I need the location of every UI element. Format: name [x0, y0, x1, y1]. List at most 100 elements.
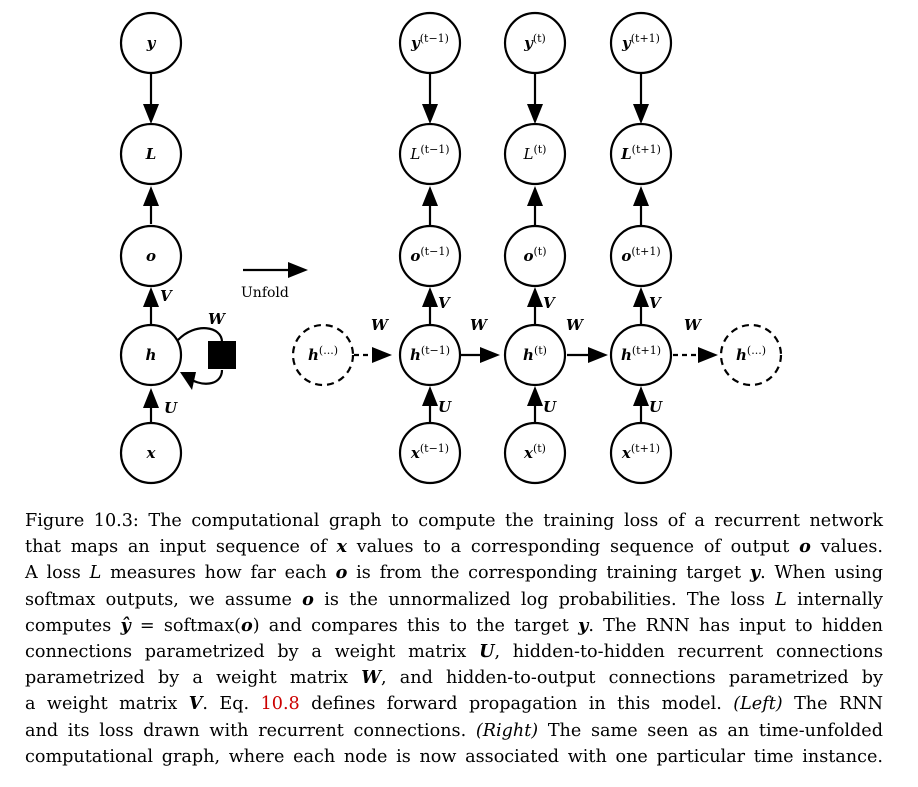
- arrow-h-to-o-t-minus-1: [422, 287, 438, 307]
- caption-text: a weight matrix: [25, 694, 189, 715]
- caption-line: a weight matrix V. Eq. 10.8 defines forw…: [25, 691, 883, 717]
- arrow-o-to-L-t-minus-1: [422, 186, 438, 206]
- label-U-t-plus-1: U: [649, 398, 663, 416]
- arrow-h2-to-h3: [588, 347, 608, 363]
- arrow-h3-to-hdots: [698, 347, 718, 363]
- label-y-t: y(t): [523, 32, 546, 52]
- caption-text: is the unnormalized log probabilities. T…: [313, 589, 776, 610]
- caption-line: softmax outputs, we assume o is the unno…: [25, 587, 883, 613]
- caption-text: . Eq.: [202, 694, 261, 715]
- caption-text: Figure 10.3: The computational graph to …: [25, 511, 883, 531]
- panel-reference: (Right): [475, 720, 539, 741]
- node-x-t-plus-1: [609, 421, 673, 485]
- caption-line: connections parametrized by a weight mat…: [25, 639, 883, 665]
- math-symbol: y: [578, 614, 589, 636]
- caption-text: . When using: [760, 563, 883, 584]
- label-U-t-minus-1: U: [438, 398, 452, 416]
- label-U-t: U: [543, 398, 557, 416]
- label-V-t-plus-1: V: [649, 294, 662, 312]
- label-x-t: x(t): [523, 442, 546, 462]
- label-y: y: [146, 34, 157, 52]
- node-L-t-plus-1: [609, 122, 673, 186]
- arrow-o-to-L-t-plus-1: [633, 186, 649, 206]
- node-o-t-plus-1: [609, 224, 673, 288]
- math-symbol: o: [240, 614, 253, 636]
- node-h-dots-left: [291, 323, 355, 387]
- figure-caption: Figure 10.3: The computational graph to …: [25, 508, 883, 770]
- label-W-1: W: [371, 316, 390, 334]
- node-x: [119, 421, 183, 485]
- math-symbol: U: [479, 641, 495, 663]
- node-L-t: [503, 122, 567, 186]
- caption-text: values to a corresponding sequence of ou…: [346, 537, 800, 558]
- label-V-t: V: [543, 294, 556, 312]
- arrow-y-to-L-t-plus-1: [633, 104, 649, 124]
- caption-line: parametrized by a weight matrix W, and h…: [25, 665, 883, 691]
- math-symbol: L: [89, 563, 102, 584]
- caption-text: internally: [786, 589, 883, 610]
- node-o: [119, 224, 183, 288]
- caption-text: , and hidden-to-output connections param…: [381, 668, 883, 689]
- caption-text: computes: [25, 615, 121, 636]
- caption-line: computational graph, where each node is …: [25, 744, 883, 770]
- label-L-t-plus-1: L(t+1): [620, 143, 661, 163]
- label-W: W: [208, 310, 227, 328]
- label-W-4: W: [684, 316, 703, 334]
- label-L: L: [145, 145, 157, 163]
- recurrent-loop-top: [177, 327, 224, 343]
- node-o-t-minus-1: [398, 224, 462, 288]
- math-symbol: y: [749, 562, 761, 584]
- node-o-t: [503, 224, 567, 288]
- svg-text:h(...): h(...): [736, 344, 766, 364]
- label-o-t-plus-1: o(t+1): [621, 245, 660, 265]
- rnn-computational-graph: y L o h x V W U Unfold W W W W h(...): [119, 11, 783, 485]
- caption-text: is from the corresponding training targe…: [347, 563, 750, 584]
- node-h: [119, 323, 183, 387]
- caption-text: computational graph, where each node is …: [25, 746, 883, 767]
- math-symbol: o: [799, 536, 811, 558]
- label-h-t: h(t): [523, 344, 547, 364]
- label-W-3: W: [566, 316, 585, 334]
- label-V-t-minus-1: V: [438, 294, 451, 312]
- panel-reference: (Left): [733, 694, 783, 715]
- arrow-x-to-h-t: [527, 386, 543, 406]
- node-h-t: [503, 323, 567, 387]
- unfold-arrow: Unfold: [241, 262, 308, 301]
- caption-text: , hidden-to-hidden recurrent connections: [494, 642, 884, 663]
- caption-text: values.: [810, 537, 883, 558]
- math-symbol: ŷ: [120, 614, 131, 636]
- label-o-t-minus-1: o(t−1): [410, 245, 449, 265]
- label-L-t: L(t): [523, 143, 547, 163]
- svg-text:h(...): h(...): [308, 344, 338, 364]
- node-h-dots-right: [719, 323, 783, 387]
- label-o: o: [146, 247, 156, 265]
- label-x: x: [146, 444, 157, 462]
- caption-text: The same seen as an time-unfolded: [538, 720, 883, 741]
- arrow-hdots-to-h1: [372, 347, 392, 363]
- label-h: h: [146, 346, 157, 364]
- label-o-t: o(t): [523, 245, 546, 265]
- label-y-t-plus-1: y(t+1): [621, 32, 660, 52]
- caption-text: connections parametrized by a weight mat…: [25, 642, 480, 663]
- caption-text: measures how far each: [101, 563, 336, 584]
- caption-text: parametrized by a weight matrix: [25, 668, 362, 689]
- arrow-h1-to-h2: [480, 347, 500, 363]
- label-h-t-plus-1: h(t+1): [621, 344, 661, 364]
- node-y-t: [503, 11, 567, 75]
- node-h-t-plus-1: [609, 323, 673, 387]
- math-symbol: W: [361, 667, 382, 689]
- equation-reference-link[interactable]: 10.8: [260, 694, 300, 715]
- node-x-t: [503, 421, 567, 485]
- arrow-y-to-L-t: [527, 104, 543, 124]
- label-W-2: W: [470, 316, 489, 334]
- label-h-dots-right: h: [736, 346, 747, 364]
- caption-text: The RNN: [782, 694, 884, 715]
- label-h-dots-left: h: [308, 346, 319, 364]
- math-symbol: V: [188, 693, 203, 715]
- caption-line: and its loss drawn with recurrent connec…: [25, 718, 883, 744]
- caption-line: that maps an input sequence of x values …: [25, 534, 883, 560]
- node-h-t-minus-1: [398, 323, 462, 387]
- sup-h-dots-right: (...): [747, 344, 766, 357]
- arrow-h-to-o-t-plus-1: [633, 287, 649, 307]
- caption-text: and its loss drawn with recurrent connec…: [25, 720, 476, 741]
